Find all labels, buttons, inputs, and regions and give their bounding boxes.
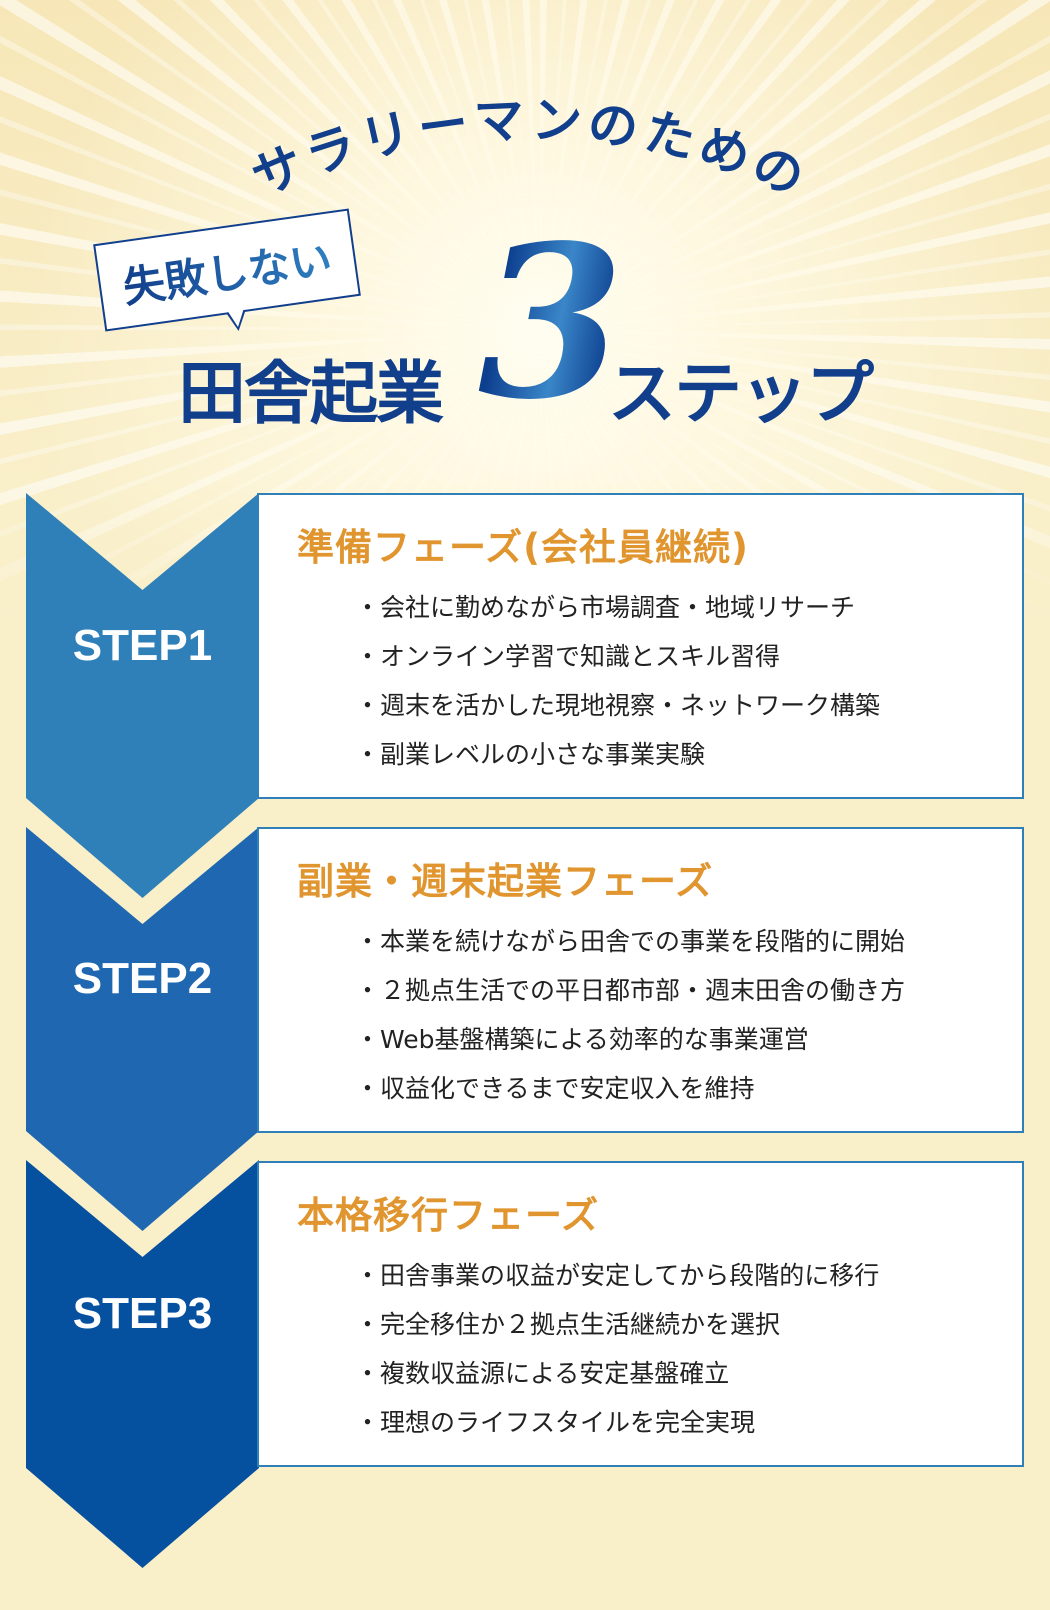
step3-list: 田舎事業の収益が安定してから段階的に移行 完全移住か２拠点生活継続かを選択 複数… [355, 1251, 879, 1447]
subtitle-char: た [638, 102, 701, 170]
list-item: 本業を続けながら田舎での事業を段階的に開始 [355, 917, 905, 966]
step1-label: STEP1 [72, 620, 213, 670]
list-item: 副業レベルの小さな事業実験 [355, 730, 880, 779]
step3-title: 本格移行フェーズ [297, 1194, 600, 1237]
step1-title: 準備フェーズ(会社員継続) [297, 526, 749, 569]
subtitle-char: マ [473, 90, 526, 151]
step1-chevron: STEP1 [26, 493, 259, 898]
subtitle-char: リ [355, 102, 418, 170]
title-suffix: ステップ [608, 355, 874, 434]
list-item: 収益化できるまで安定収入を維持 [355, 1064, 905, 1113]
subtitle-text: サラリーマンのための [230, 80, 820, 210]
title-number: 3 [478, 199, 625, 446]
step3-label: STEP3 [72, 1289, 213, 1338]
list-item: 田舎事業の収益が安定してから段階的に移行 [355, 1251, 879, 1300]
subtitle-char: の [584, 93, 643, 158]
list-item: 会社に勤めながら市場調査・地域リサーチ [355, 583, 880, 632]
subtitle-char: ン [530, 90, 583, 151]
list-item: オンライン学習で知識とスキル習得 [355, 632, 880, 681]
list-item: 週末を活かした現地視察・ネットワーク構築 [355, 681, 880, 730]
step3-chevron: STEP3 [26, 1160, 259, 1568]
list-item: Web基盤構築による効率的な事業運営 [355, 1015, 905, 1064]
list-item: ２拠点生活での平日都市部・週末田舎の働き方 [355, 966, 905, 1015]
step3-card: 本格移行フェーズ 田舎事業の収益が安定してから段階的に移行 完全移住か２拠点生活… [257, 1161, 1024, 1467]
step1-card: 準備フェーズ(会社員継続) 会社に勤めながら市場調査・地域リサーチ オンライン学… [257, 493, 1024, 799]
step2-label: STEP2 [72, 954, 213, 1003]
list-item: 理想のライフスタイルを完全実現 [355, 1398, 879, 1447]
step2-list: 本業を続けながら田舎での事業を段階的に開始 ２拠点生活での平日都市部・週末田舎の… [355, 917, 905, 1113]
bubble-text: 失敗しない [119, 225, 335, 315]
step2-card: 副業・週末起業フェーズ 本業を続けながら田舎での事業を段階的に開始 ２拠点生活で… [257, 827, 1024, 1133]
list-item: 完全移住か２拠点生活継続かを選択 [355, 1300, 879, 1349]
subtitle-char: ー [413, 93, 472, 158]
list-item: 複数収益源による安定基盤確立 [355, 1349, 879, 1398]
step2-title: 副業・週末起業フェーズ [297, 860, 714, 903]
title-main: 田舎起業 [178, 355, 444, 434]
step1-list: 会社に勤めながら市場調査・地域リサーチ オンライン学習で知識とスキル習得 週末を… [355, 583, 880, 779]
